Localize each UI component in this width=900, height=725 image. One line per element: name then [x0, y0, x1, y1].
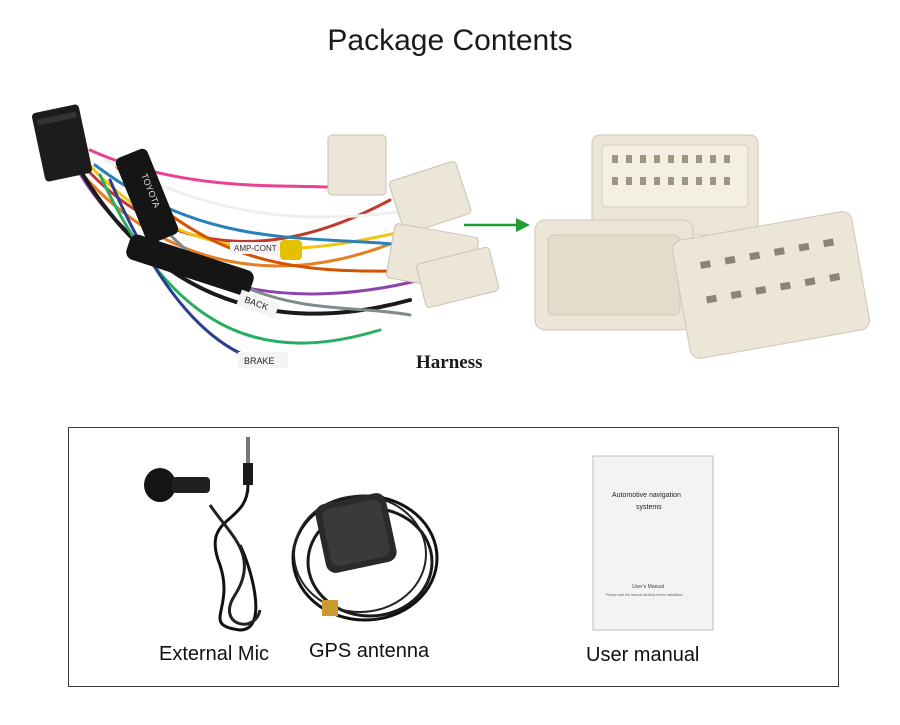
brake-tag: BRAKE [244, 356, 275, 366]
external-mic-image [144, 437, 262, 632]
harness-small-connectors [327, 134, 500, 308]
harness-sleeve-toyota [115, 148, 179, 244]
harness-plug-main [31, 104, 93, 182]
manual-subtitle: User’s Manual [632, 584, 664, 590]
amp-tag: AMP-CONT [234, 244, 277, 253]
connector-closeup-image [534, 134, 870, 359]
gps-antenna-label: GPS antenna [309, 640, 430, 662]
wiring-harness-image: TOYOTA AMP-CONT BACK BRAKE [31, 104, 500, 368]
gps-antenna-image [291, 493, 439, 622]
back-tag-box [236, 289, 280, 319]
user-manual-image: Automotive navigation systems User’s Man… [592, 455, 714, 631]
external-mic-label: External Mic [159, 643, 270, 665]
brake-tag-box [238, 352, 288, 368]
rca-plug [280, 240, 302, 260]
manual-title-line2: systems [636, 504, 662, 511]
page-title: Package Contents [327, 24, 573, 57]
harness-label: Harness [416, 352, 483, 373]
user-manual-label: User manual [586, 644, 700, 666]
arrow-right-icon [464, 218, 530, 232]
manual-fine-print: Please read the manual carefully before … [606, 593, 683, 597]
amp-tag-box [230, 242, 280, 254]
harness-sleeve-lower [126, 234, 254, 296]
manual-title-line1: Automotive navigation [612, 492, 681, 499]
accessories-panel [68, 427, 839, 687]
